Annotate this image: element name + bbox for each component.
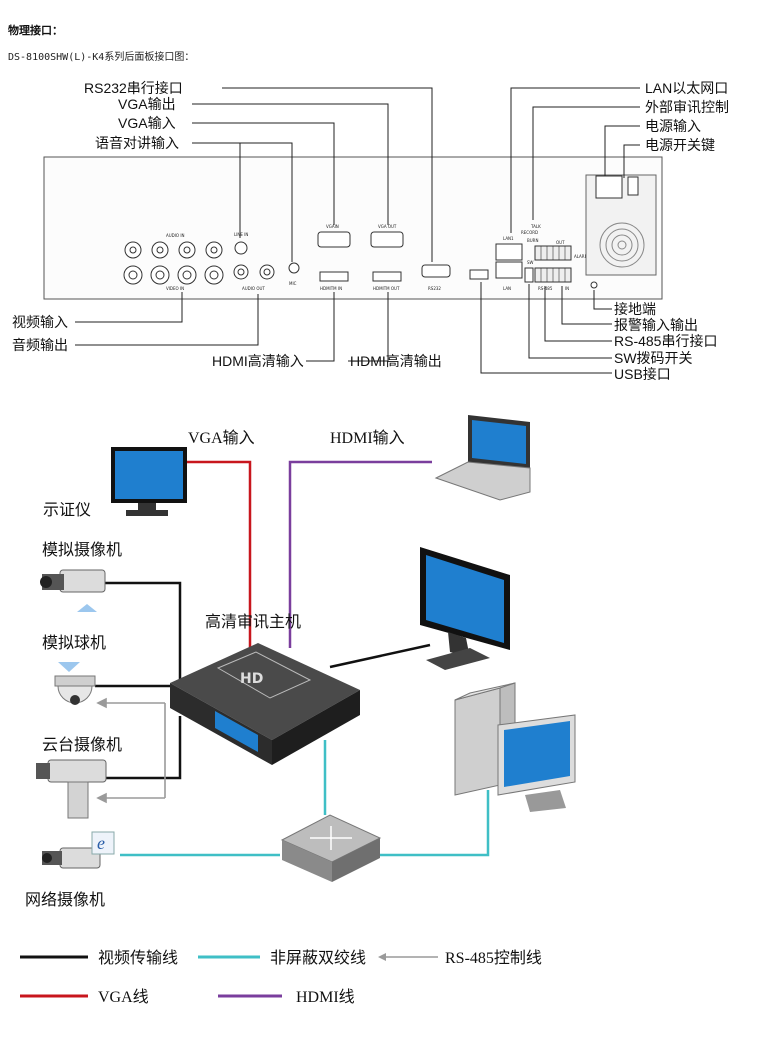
video-cable-3 — [105, 716, 182, 780]
silk-mic: MIC — [289, 281, 297, 286]
network-camera-label: 网络摄像机 — [25, 890, 105, 909]
analog-dome-label: 模拟球机 — [42, 634, 106, 652]
label-audio-out: 音频输出 — [12, 337, 68, 353]
label-usb: USB接口 — [614, 366, 671, 382]
silk-hdmi-out: HDMITM OUT — [373, 286, 400, 291]
network-camera-icon: e — [42, 831, 115, 869]
rear-panel-diagram: AUDIO IN VIDEO IN LINE IN AUDIO OUT MIC … — [12, 80, 729, 382]
legend-rs485: RS-485控制线 — [445, 949, 542, 967]
label-ground: 接地端 — [614, 301, 656, 317]
label-vga-in: VGA输入 — [118, 115, 176, 131]
silk-audio-out: AUDIO OUT — [242, 286, 265, 291]
label-lan: LAN以太网口 — [645, 80, 728, 96]
network-switch-icon — [280, 814, 382, 882]
video-cable-1 — [105, 581, 182, 680]
laptop-icon — [434, 415, 531, 501]
legend-hdmi: HDMI线 — [296, 988, 355, 1006]
evidence-monitor-icon — [111, 447, 187, 516]
cables — [95, 460, 490, 857]
label-rs232: RS232串行接口 — [84, 80, 183, 96]
label-ext-control: 外部审讯控制 — [645, 99, 729, 115]
interrogation-host-icon: HD — [170, 643, 360, 765]
panel-caption: DS-8100SHW(L)-K4系列后面板接口图： — [8, 52, 195, 63]
label-power-in: 电源输入 — [645, 118, 701, 134]
vga-in-label: VGA输入 — [188, 429, 255, 447]
host-label: 高清审讯主机 — [205, 613, 301, 631]
label-rs485: RS-485串行接口 — [614, 333, 717, 349]
vga-cable — [187, 460, 252, 648]
silk-record: RECORD — [521, 230, 538, 235]
legend-utp: 非屏蔽双绞线 — [270, 949, 366, 967]
legend: 视频传输线 非屏蔽双绞线 RS-485控制线 VGA线 HDMI线 — [20, 949, 542, 1006]
system-diagram: VGA输入 HDMI输入 示证仪 模拟摄像机 模拟球机 云台摄像机 — [20, 415, 576, 1006]
bnc-connectors — [123, 241, 224, 285]
silk-lan2: LAN — [503, 286, 511, 291]
label-alarm-io: 报警输入输出 — [614, 317, 698, 333]
silk-lan1: LAN1 — [503, 236, 514, 241]
legend-vga: VGA线 — [98, 988, 149, 1006]
silk-vga-in: VGAIN — [326, 224, 339, 229]
silk-video-in: VIDEO IN — [166, 286, 184, 291]
silk-talk: TALK — [530, 224, 541, 229]
section-title: 物理接口： — [8, 24, 63, 37]
silk-out: OUT — [556, 240, 565, 245]
ptz-camera-label: 云台摄像机 — [42, 736, 122, 754]
silk-burn: BURN — [527, 238, 538, 243]
silk-hdmi-in: HDMITM IN — [320, 286, 342, 291]
silk-in: IN — [565, 286, 569, 291]
silk-rs232: RS232 — [428, 286, 441, 291]
label-video-in: 视频输入 — [12, 314, 68, 330]
silk-sw: SW — [527, 260, 534, 265]
silk-vga-out: VGA OUT — [378, 224, 397, 229]
utp-cable-3 — [380, 790, 490, 857]
silk-alarm: ALARM — [574, 254, 589, 259]
hdmi-cable — [288, 460, 432, 648]
label-vga-out: VGA输出 — [118, 96, 176, 112]
label-voice-talk: 语音对讲输入 — [95, 135, 179, 151]
dome-camera-icon — [54, 662, 96, 705]
hdmi-in-label: HDMI输入 — [330, 429, 405, 447]
display-monitor-icon — [420, 547, 510, 670]
silk-audio-in: AUDIO IN — [166, 233, 185, 238]
workstation-icon — [454, 682, 576, 812]
silk-line-in: LINE IN — [234, 232, 248, 237]
label-power-switch: 电源开关键 — [645, 137, 715, 153]
label-hdmi-out: HDMI高清输出 — [350, 353, 442, 369]
ptz-camera-icon — [36, 759, 107, 819]
label-hdmi-in: HDMI高清输入 — [212, 353, 304, 369]
label-sw-switch: SW拨码开关 — [614, 350, 693, 366]
svg-text:e: e — [97, 833, 105, 853]
analog-camera-icon — [40, 569, 106, 612]
legend-video: 视频传输线 — [98, 949, 178, 967]
host-logo: HD — [240, 671, 263, 687]
video-cable-4 — [329, 643, 431, 669]
analog-camera-label: 模拟摄像机 — [42, 541, 122, 559]
monitor-label: 示证仪 — [43, 501, 91, 519]
